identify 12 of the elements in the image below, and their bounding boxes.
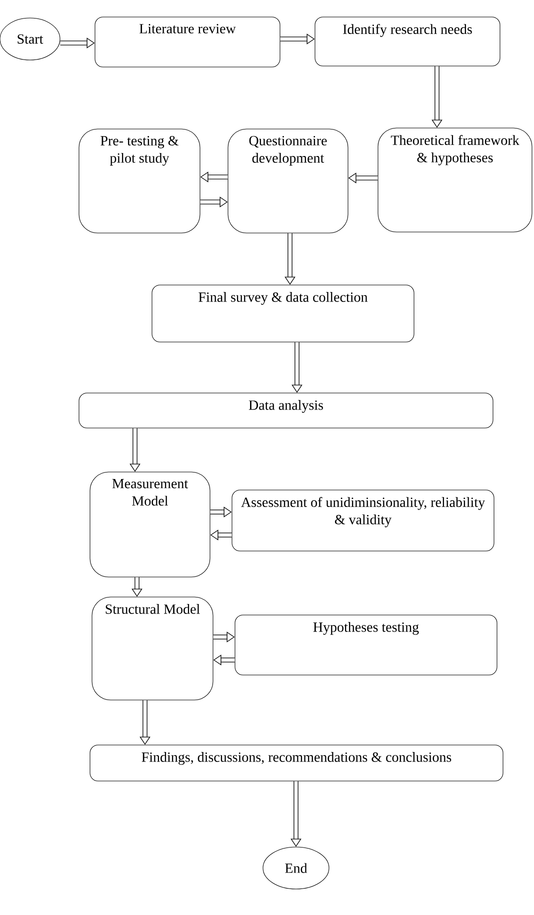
process-box: Hypotheses testing bbox=[234, 614, 498, 676]
process-box: Final survey & data collection bbox=[152, 284, 414, 342]
process-box: Questionnaire development bbox=[228, 128, 348, 234]
process-box: Literature review bbox=[94, 16, 280, 68]
process-box: Measurement Model bbox=[90, 472, 210, 578]
process-box: Assessment of unidiminsionality, reliability & validity bbox=[232, 490, 494, 552]
process-box: Data analysis bbox=[78, 392, 494, 428]
process-box: Pre- testing & pilot study bbox=[78, 128, 200, 234]
process-box: Identify research needs bbox=[314, 16, 500, 66]
process-box: Findings, discussions, recommendations & conclusions bbox=[90, 744, 504, 782]
process-box: Structural Model bbox=[92, 596, 214, 700]
process-box: Theoretical framework & hypotheses bbox=[378, 128, 532, 232]
